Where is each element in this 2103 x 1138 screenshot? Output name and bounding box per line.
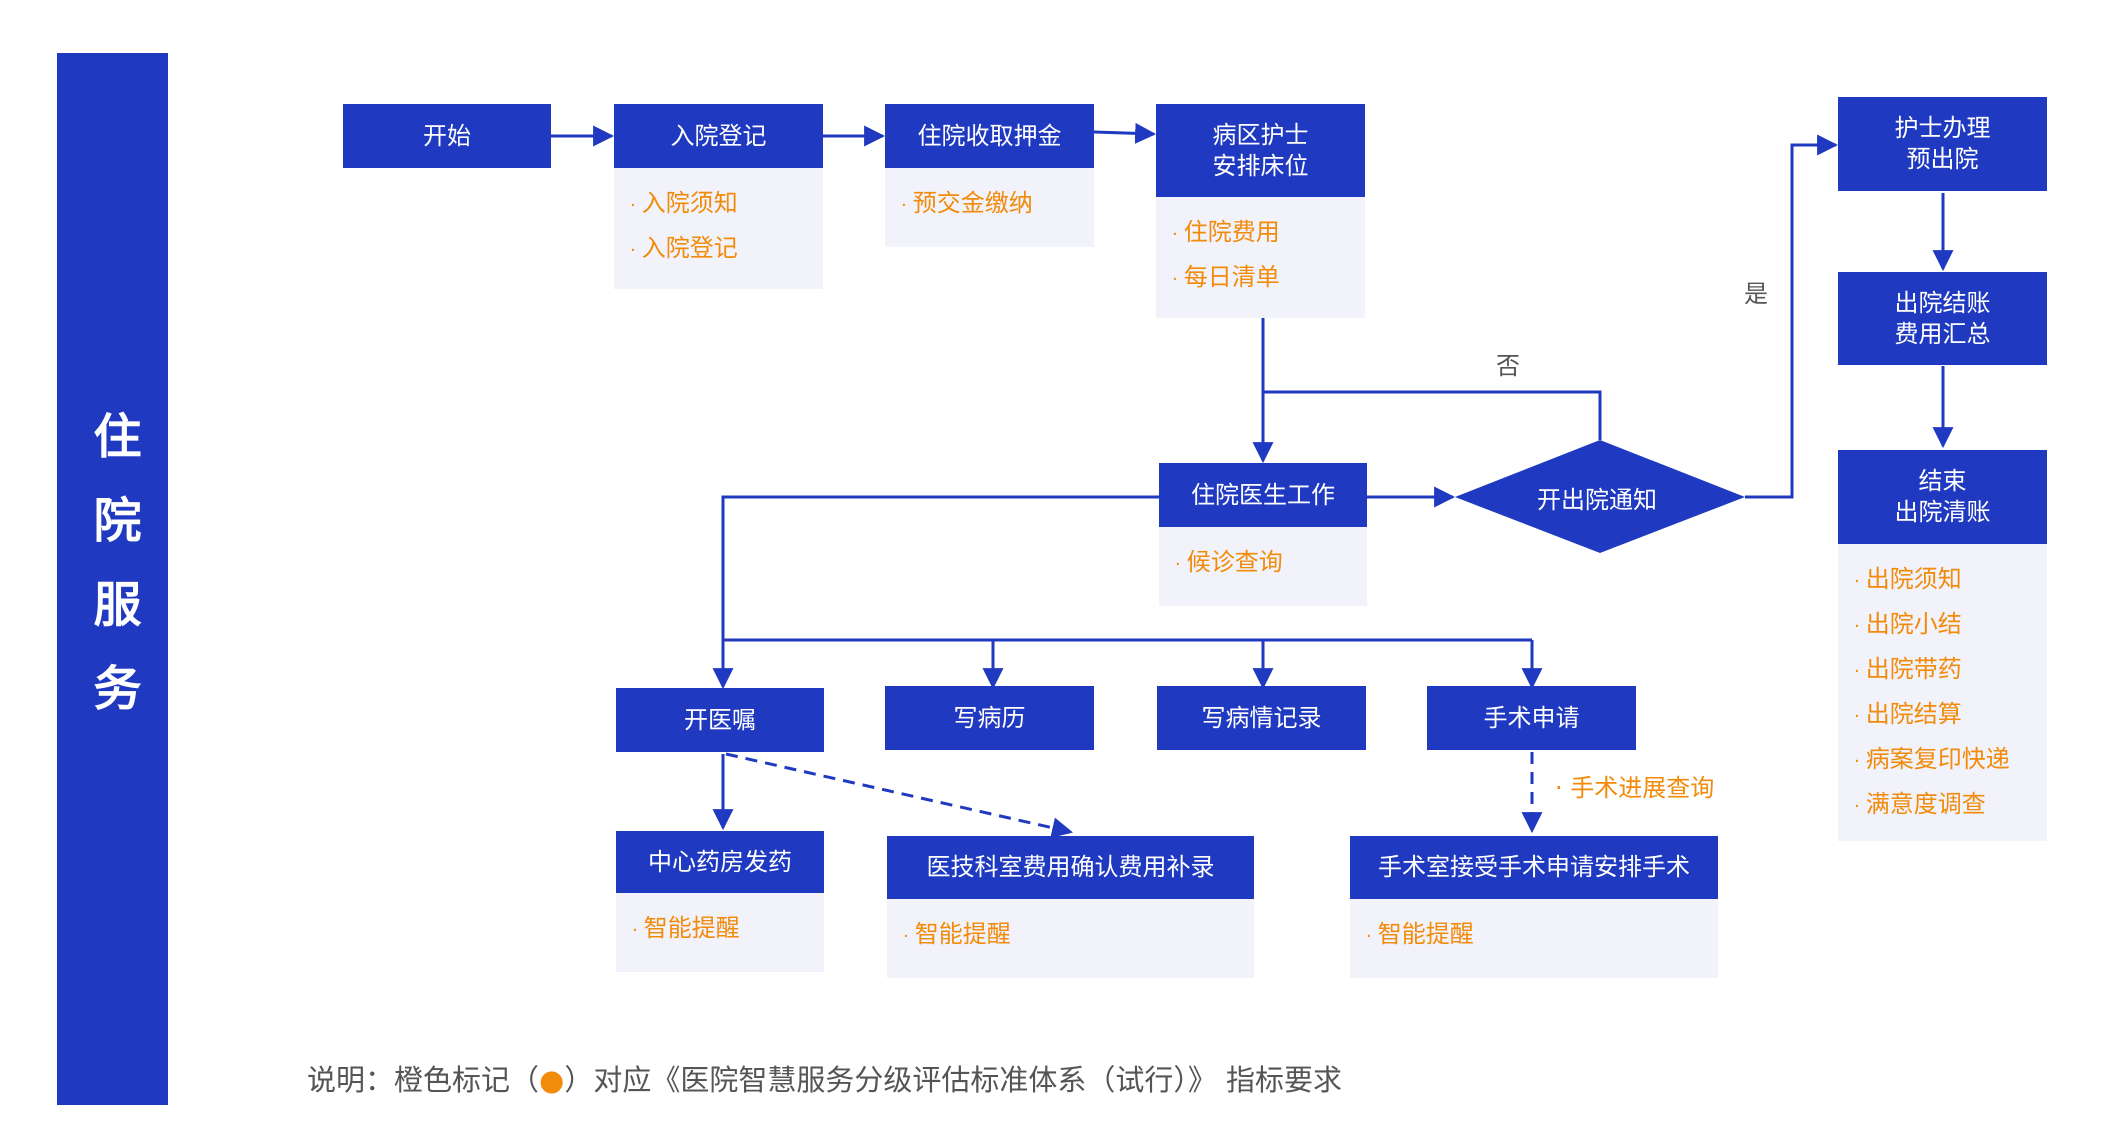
node-doctor-work-items: ·候诊查询 [1159, 527, 1367, 606]
edge-prescribe-tech [726, 754, 1071, 832]
node-deposit: 住院收取押金 ·预交金缴纳 [885, 104, 1094, 247]
node-start: 开始 [343, 104, 551, 168]
edge-doctor-branches [723, 497, 1159, 687]
node-medical-record-label: 写病历 [885, 686, 1094, 750]
node-ward-nurse-items: ·住院费用 ·每日清单 [1156, 197, 1365, 318]
sub-item-admission-notice: ·入院须知 [630, 182, 823, 227]
node-operating-room-label: 手术室接受手术申请安排手术 [1350, 836, 1718, 899]
edge-deposit-nurse [1094, 132, 1154, 134]
sub-item-satisfaction-survey: ·满意度调查 [1854, 783, 2047, 828]
node-end-items: ·出院须知 ·出院小结 ·出院带药 ·出院结算 ·病案复印快递 ·满意度调查 [1838, 544, 2047, 841]
node-surgery-request: 手术申请 [1427, 686, 1636, 750]
surgery-progress-note: · 手术进展查询 [1555, 768, 1714, 803]
node-tech-dept-label: 医技科室费用确认费用补录 [887, 836, 1254, 899]
node-discharge-settlement-label: 出院结账 费用汇总 [1838, 272, 2047, 365]
footnote-suffix: ）对应《医院智慧服务分级评估标准体系（试行）》 指标要求 [564, 1063, 1342, 1097]
node-operating-room: 手术室接受手术申请安排手术 ·智能提醒 [1350, 836, 1718, 978]
sub-item-discharge-medication: ·出院带药 [1854, 648, 2047, 693]
edge-label-yes: 是 [1744, 274, 1768, 309]
node-deposit-items: ·预交金缴纳 [885, 168, 1094, 247]
footnote-orange-dot: ● [539, 1063, 564, 1097]
node-ward-nurse-label: 病区护士 安排床位 [1156, 104, 1365, 197]
node-condition-record: 写病情记录 [1157, 686, 1366, 750]
node-pharmacy-label: 中心药房发药 [616, 831, 824, 893]
node-deposit-label: 住院收取押金 [885, 104, 1094, 168]
node-doctor-work: 住院医生工作 ·候诊查询 [1159, 463, 1367, 606]
footnote: 说明：橙色标记（●）对应《医院智慧服务分级评估标准体系（试行）》 指标要求 [307, 1057, 1342, 1099]
node-start-label: 开始 [343, 104, 551, 168]
node-operating-room-items: ·智能提醒 [1350, 899, 1718, 978]
node-pharmacy: 中心药房发药 ·智能提醒 [616, 831, 824, 972]
node-condition-record-label: 写病情记录 [1157, 686, 1366, 750]
edge-notice-yes [1745, 145, 1836, 497]
node-nurse-pre-discharge-label: 护士办理 预出院 [1838, 97, 2047, 191]
node-admission-label: 入院登记 [614, 104, 823, 168]
discharge-notice-label: 开出院通知 [1451, 474, 1743, 520]
node-prescribe-label: 开医嘱 [616, 688, 824, 752]
node-end: 结束 出院清账 ·出院须知 ·出院小结 ·出院带药 ·出院结算 ·病案复印快递 … [1838, 450, 2047, 841]
node-admission: 入院登记 ·入院须知 ·入院登记 [614, 104, 823, 289]
footnote-prefix: 说明：橙色标记（ [307, 1063, 539, 1097]
node-tech-dept: 医技科室费用确认费用补录 ·智能提醒 [887, 836, 1254, 978]
sub-item-daily-list: ·每日清单 [1172, 256, 1365, 301]
node-surgery-request-label: 手术申请 [1427, 686, 1636, 750]
sub-item-discharge-settlement: ·出院结算 [1854, 693, 2047, 738]
node-discharge-settlement: 出院结账 费用汇总 [1838, 272, 2047, 365]
sub-item-discharge-notice: ·出院须知 [1854, 558, 2047, 603]
sub-item-hospital-fee: ·住院费用 [1172, 211, 1365, 256]
node-prescribe: 开医嘱 [616, 688, 824, 752]
edge-label-no: 否 [1496, 346, 1520, 381]
node-tech-dept-items: ·智能提醒 [887, 899, 1254, 978]
edge-notice-no [1263, 392, 1600, 440]
node-nurse-pre-discharge: 护士办理 预出院 [1838, 97, 2047, 191]
node-admission-items: ·入院须知 ·入院登记 [614, 168, 823, 289]
node-ward-nurse: 病区护士 安排床位 ·住院费用 ·每日清单 [1156, 104, 1365, 318]
sub-item-tech-reminder: ·智能提醒 [903, 913, 1254, 958]
sub-item-admission-register: ·入院登记 [630, 227, 823, 272]
node-doctor-work-label: 住院医生工作 [1159, 463, 1367, 527]
sub-item-pharmacy-reminder: ·智能提醒 [632, 907, 824, 952]
sub-item-record-copy-delivery: ·病案复印快递 [1854, 738, 2047, 783]
sub-item-operating-reminder: ·智能提醒 [1366, 913, 1718, 958]
sub-item-discharge-summary: ·出院小结 [1854, 603, 2047, 648]
sub-item-waiting-query: ·候诊查询 [1175, 541, 1367, 586]
node-pharmacy-items: ·智能提醒 [616, 893, 824, 972]
node-end-label: 结束 出院清账 [1838, 450, 2047, 544]
sub-item-deposit-payment: ·预交金缴纳 [901, 182, 1094, 227]
node-medical-record: 写病历 [885, 686, 1094, 750]
